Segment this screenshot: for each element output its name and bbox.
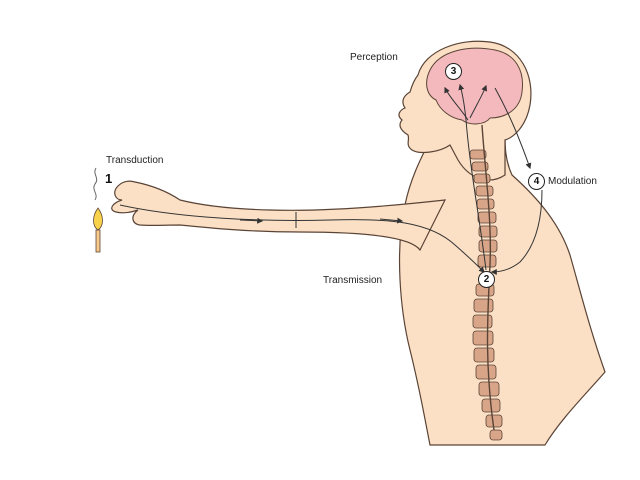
step-1-number: 1 [105, 171, 113, 186]
perception-label: Perception [350, 52, 398, 63]
modulation-pathway-lower [490, 189, 543, 275]
spinal-cord [481, 124, 495, 431]
flame-icon [93, 167, 103, 253]
nerve-arrow [239, 217, 264, 224]
vertebra [477, 211, 497, 224]
transduction-label: Transduction [106, 155, 164, 166]
modulation-label: Modulation [548, 176, 597, 187]
vertebra [478, 239, 498, 253]
spine [469, 149, 503, 441]
vertebra [472, 330, 494, 346]
vertebra [489, 429, 503, 441]
step-3-badge: 3 [445, 63, 462, 80]
ascending-branch [444, 86, 469, 121]
vertebra [477, 254, 497, 268]
vertebra [473, 298, 494, 313]
transmission-label: Transmission [323, 275, 383, 286]
ascending-branch [469, 84, 488, 119]
step-2-badge: 2 [478, 271, 495, 288]
peripheral-nerve [119, 204, 485, 273]
vertebra [472, 314, 493, 329]
vertebra [473, 347, 495, 363]
flame [93, 207, 103, 231]
outstretched-arm [111, 180, 447, 252]
candle-stick [95, 229, 101, 253]
vertebra [475, 364, 497, 380]
step-4-badge: 4 [528, 173, 545, 190]
vertebra [478, 225, 498, 238]
ascending-pathway [458, 83, 487, 271]
smoke-wisp [93, 167, 98, 201]
nerve-arrow [379, 217, 404, 224]
vertebra [476, 198, 495, 210]
vertebra [475, 185, 494, 197]
modulation-pathway-upper [494, 87, 532, 170]
vertebra [473, 173, 491, 184]
vertebra [471, 161, 489, 172]
